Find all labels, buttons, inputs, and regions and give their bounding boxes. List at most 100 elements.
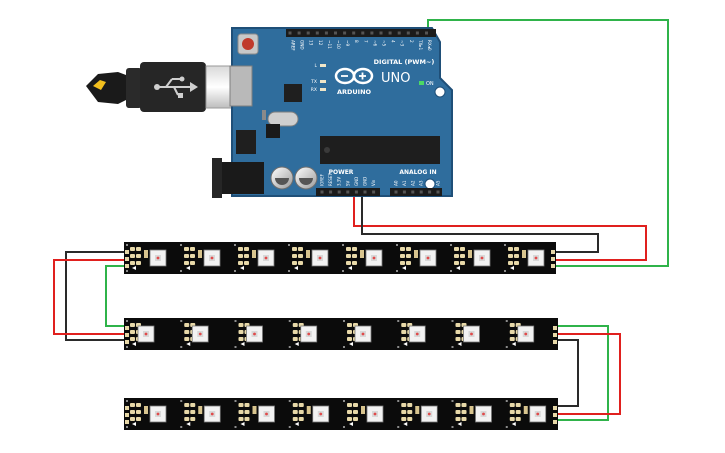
analog-pin-4[interactable] xyxy=(428,190,432,194)
usb-chip xyxy=(284,84,302,102)
digital-pin-3[interactable] xyxy=(315,31,319,35)
digital-pin-12[interactable] xyxy=(397,31,401,35)
led-pixel xyxy=(505,400,547,428)
digital-pin-11[interactable] xyxy=(388,31,392,35)
strip-end-pad[interactable] xyxy=(551,257,555,261)
strip-end-pad[interactable] xyxy=(553,340,557,344)
digital-pin-label: ~11 xyxy=(327,40,332,49)
led-pixel xyxy=(288,320,318,348)
analog-pin-1[interactable] xyxy=(402,190,406,194)
power-pin-2[interactable] xyxy=(337,190,341,194)
reset-button[interactable] xyxy=(237,33,259,55)
led-pixel xyxy=(505,320,535,348)
direction-arrow-icon xyxy=(132,342,136,346)
digital-pin-6[interactable] xyxy=(343,31,347,35)
digital-pin-label: ~3 xyxy=(400,40,405,47)
on-label: ON xyxy=(426,81,434,87)
led-strip-2[interactable] xyxy=(124,318,558,350)
led-pixel xyxy=(451,400,492,428)
capacitors xyxy=(270,166,318,190)
strip-end-pad[interactable] xyxy=(125,413,129,417)
direction-arrow-icon xyxy=(402,266,406,270)
power-wire-strip1-to-strip2[interactable] xyxy=(53,259,124,335)
digital-pin-13[interactable] xyxy=(406,31,410,35)
digital-pin-14[interactable] xyxy=(415,31,419,35)
power-pin-6[interactable] xyxy=(372,190,376,194)
digital-pin-8[interactable] xyxy=(361,31,365,35)
data-wire-strip2-to-strip3[interactable] xyxy=(558,325,609,421)
strip-end-pad[interactable] xyxy=(125,326,129,330)
analog-pin-2[interactable] xyxy=(411,190,415,194)
power-pin-3[interactable] xyxy=(346,190,350,194)
power-pin-1[interactable] xyxy=(329,190,333,194)
ground-wire-arduino-to-strip1[interactable] xyxy=(361,196,599,253)
strip-end-pad[interactable] xyxy=(125,340,129,344)
digital-pin-7[interactable] xyxy=(352,31,356,35)
strip-end-pad[interactable] xyxy=(125,250,129,254)
led-pixel xyxy=(288,400,330,428)
strip-end-pad[interactable] xyxy=(553,406,557,410)
digital-pin-5[interactable] xyxy=(334,31,337,35)
led-pixel xyxy=(397,320,426,348)
direction-arrow-icon xyxy=(186,342,191,346)
led-pixel xyxy=(126,320,155,348)
strip-end-pad[interactable] xyxy=(125,333,129,337)
power-pin-0[interactable] xyxy=(320,190,324,194)
digital-pin-4[interactable] xyxy=(324,31,328,35)
strip-end-pad[interactable] xyxy=(553,420,557,424)
digital-pin-9[interactable] xyxy=(370,31,374,35)
data-wire-strip1-to-strip2[interactable] xyxy=(105,265,124,327)
strip-end-pad[interactable] xyxy=(125,406,129,410)
digital-pin-10[interactable] xyxy=(379,31,383,35)
led-pixel xyxy=(343,320,372,348)
digital-pin-header[interactable] xyxy=(286,29,436,37)
led-pixel xyxy=(288,244,329,272)
power-wire-strip2-to-strip3[interactable] xyxy=(558,333,621,415)
analog-pin-header[interactable] xyxy=(390,188,442,196)
usb-cable-tip-icon xyxy=(93,80,106,90)
analog-pin-0[interactable] xyxy=(394,190,398,194)
model-label: UNO xyxy=(381,71,410,86)
led-strip-1[interactable] xyxy=(124,242,556,274)
data-wire-arduino-to-strip1[interactable] xyxy=(427,19,669,267)
digital-pin-label: 12 xyxy=(318,40,323,46)
digital-pin-label: AREF xyxy=(291,40,296,51)
digital-pin-label: TX▸1 xyxy=(418,39,423,51)
strip-end-pad[interactable] xyxy=(551,250,555,254)
digital-pin-label: RX◂0 xyxy=(427,40,432,51)
strip-end-pad[interactable] xyxy=(125,257,129,261)
ground-wire-strip1-to-strip2[interactable] xyxy=(65,251,124,341)
analog-pin-label: A4 xyxy=(427,180,432,186)
digital-pin-2[interactable] xyxy=(306,31,310,35)
direction-arrow-icon xyxy=(240,422,245,426)
analog-pin-5[interactable] xyxy=(436,190,440,194)
power-pin-4[interactable] xyxy=(354,190,358,194)
power-wire-arduino-to-strip1[interactable] xyxy=(353,196,647,261)
digital-pin-15[interactable] xyxy=(425,31,428,35)
digital-pin-1[interactable] xyxy=(297,31,301,35)
led-pixel xyxy=(450,244,491,272)
strip-end-pad[interactable] xyxy=(553,326,557,330)
ground-wire-strip2-to-strip3[interactable] xyxy=(558,339,579,407)
led-pixel xyxy=(180,244,221,272)
led-pixel xyxy=(126,400,167,428)
direction-arrow-icon xyxy=(511,342,516,346)
strip-end-pad[interactable] xyxy=(553,333,557,337)
digital-pin-0[interactable] xyxy=(288,31,292,35)
led-pixel xyxy=(234,244,275,272)
led-pixel xyxy=(397,400,438,428)
analog-pin-3[interactable] xyxy=(419,190,423,194)
usb-cable[interactable] xyxy=(86,62,247,112)
strip-end-pad[interactable] xyxy=(553,413,557,417)
strip-end-pad[interactable] xyxy=(125,420,129,424)
power-jack xyxy=(212,158,264,198)
analog-header-label: ANALOG IN xyxy=(399,169,436,176)
power-pin-header[interactable] xyxy=(316,188,380,196)
led-strip-3[interactable] xyxy=(124,398,558,430)
power-pin-5[interactable] xyxy=(363,190,367,194)
strip-end-pad[interactable] xyxy=(125,264,129,268)
strip-end-pad[interactable] xyxy=(551,264,555,268)
led-pixel xyxy=(234,320,263,348)
